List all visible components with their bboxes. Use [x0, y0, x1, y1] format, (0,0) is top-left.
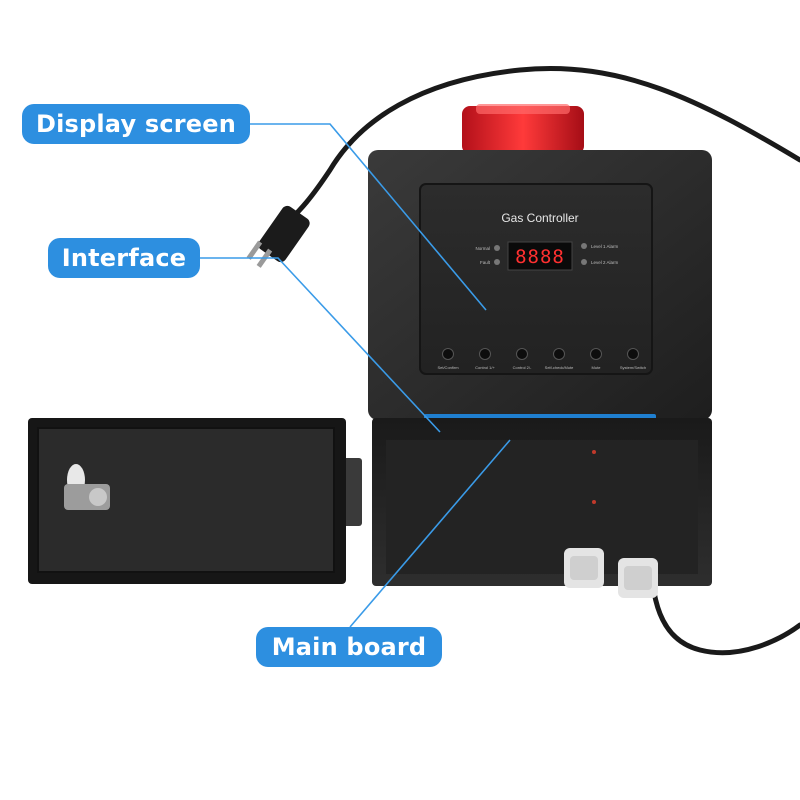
callout-display-screen: Display screen: [22, 104, 250, 144]
controller-body: [368, 150, 712, 420]
control-button[interactable]: Mute: [590, 348, 602, 371]
callout-main-board: Main board: [256, 627, 442, 667]
button-label: Mute: [592, 365, 602, 370]
button-label: System/Switch: [620, 365, 646, 370]
button-knob: [516, 348, 528, 360]
digit-readout: 8888: [515, 246, 565, 268]
cable-gland: [618, 558, 658, 598]
leader-display: [250, 123, 487, 311]
callout-label: Display screen: [35, 110, 237, 138]
indicator-left-2: Fault: [480, 259, 500, 265]
button-label: Control 2/-: [513, 365, 532, 370]
enclosure-lid: [28, 418, 346, 584]
control-buttons: Set/Confirm Control 1/+ Control 2/- Self-ch…: [437, 348, 646, 371]
leader-lines: [200, 123, 511, 628]
strobe-light: [462, 104, 584, 154]
control-button[interactable]: Control 1/+: [475, 348, 495, 371]
indicator-label: Normal: [475, 246, 490, 251]
button-knob: [442, 348, 454, 360]
button-label: Control 1/+: [475, 365, 495, 370]
indicator-right-2: Level 2 Alarm: [581, 259, 619, 265]
indicator-label: Level 2 Alarm: [591, 260, 619, 265]
control-button[interactable]: System/Switch: [620, 348, 646, 371]
button-knob: [553, 348, 565, 360]
control-button[interactable]: Control 2/-: [513, 348, 532, 371]
button-label: Set/Confirm: [437, 365, 459, 370]
indicator-label: Level 1 Alarm: [591, 244, 619, 249]
cable-gland: [564, 548, 604, 588]
control-button[interactable]: Self-check/Mute: [545, 348, 574, 371]
callout-interface: Interface: [48, 238, 200, 278]
control-button[interactable]: Set/Confirm: [437, 348, 459, 371]
indicator-label: Fault: [480, 260, 491, 265]
leader-mainboard: [349, 439, 511, 628]
callout-label: Interface: [61, 244, 187, 272]
digit-display: 8888: [507, 241, 573, 271]
leader-interface: [200, 257, 441, 433]
lower-enclosure: [372, 418, 712, 586]
indicator-left-1: Normal: [475, 245, 500, 251]
button-label: Self-check/Mute: [545, 365, 574, 370]
power-cord: [287, 65, 800, 223]
button-knob: [627, 348, 639, 360]
panel-title: Gas Controller: [501, 211, 578, 225]
button-knob: [479, 348, 491, 360]
indicator-right-1: Level 1 Alarm: [581, 243, 619, 249]
callout-label: Main board: [271, 633, 427, 661]
button-knob: [590, 348, 602, 360]
